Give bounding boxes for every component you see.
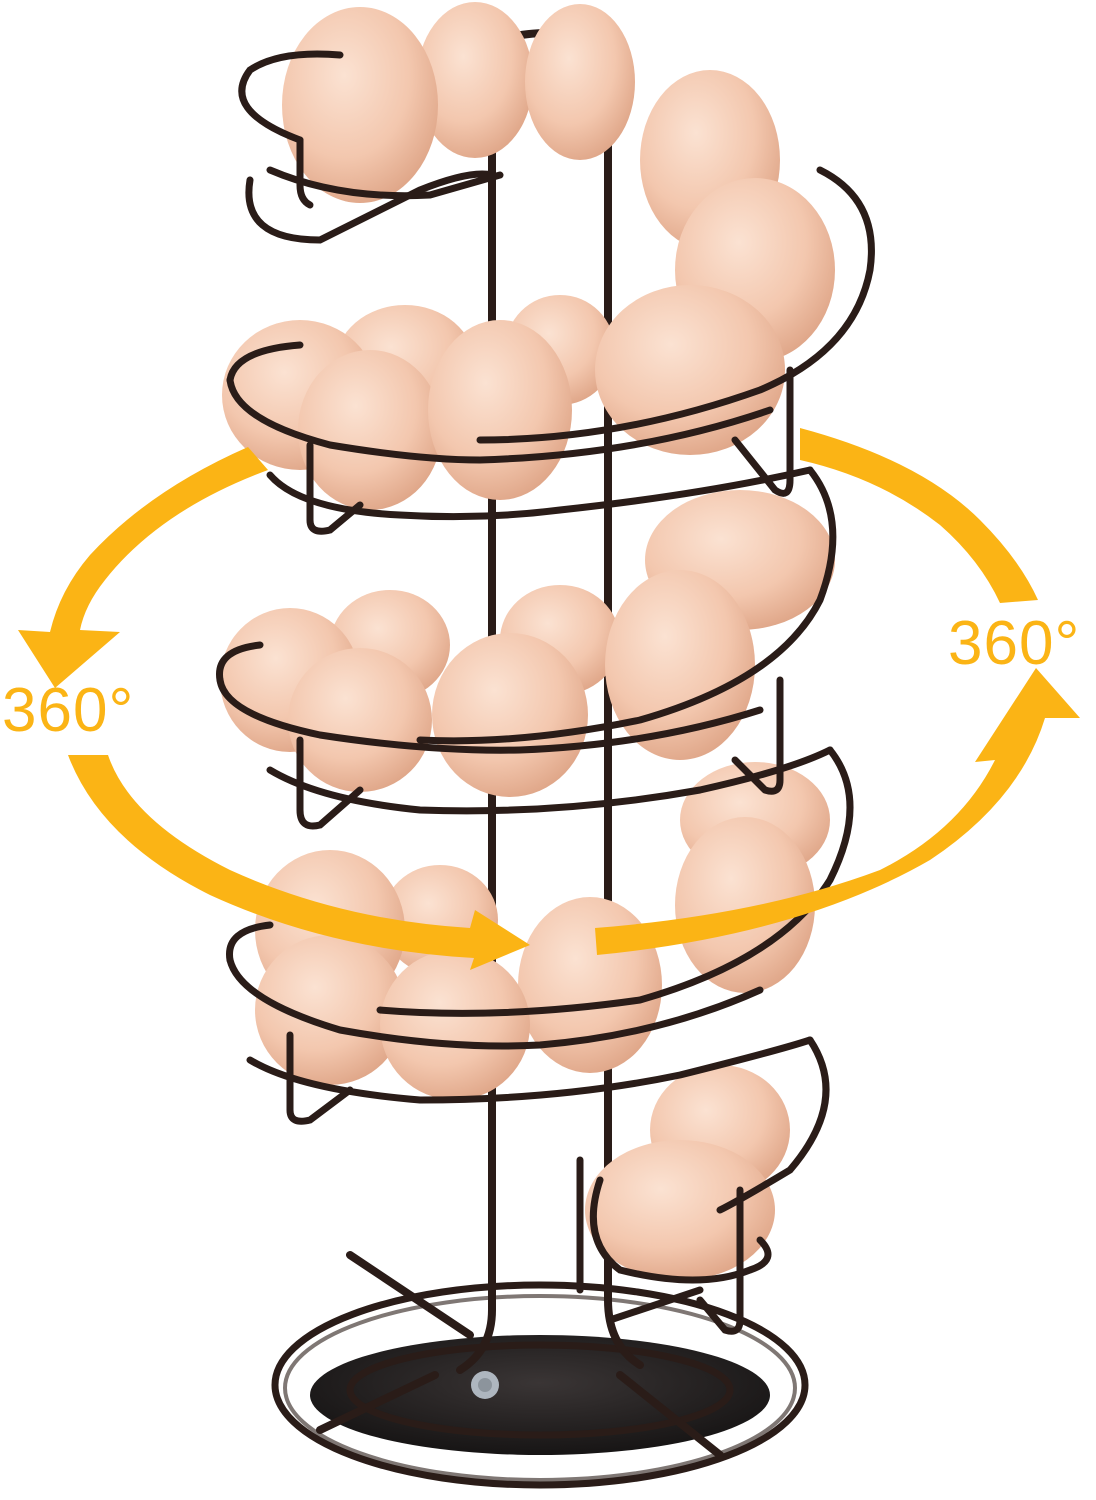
arrow-left-down-icon	[18, 447, 268, 688]
eggs	[220, 2, 835, 1280]
rotation-label-left: 360°	[2, 676, 135, 745]
arrow-up-icon	[595, 668, 1080, 955]
rotation-arrows	[18, 428, 1080, 970]
rack-base	[271, 1251, 809, 1489]
arrow-right-icon	[68, 755, 530, 970]
spiral-track	[216, 50, 875, 1335]
arrow-arc-top-right	[800, 428, 1038, 603]
rotation-label-right: 360°	[948, 609, 1081, 678]
